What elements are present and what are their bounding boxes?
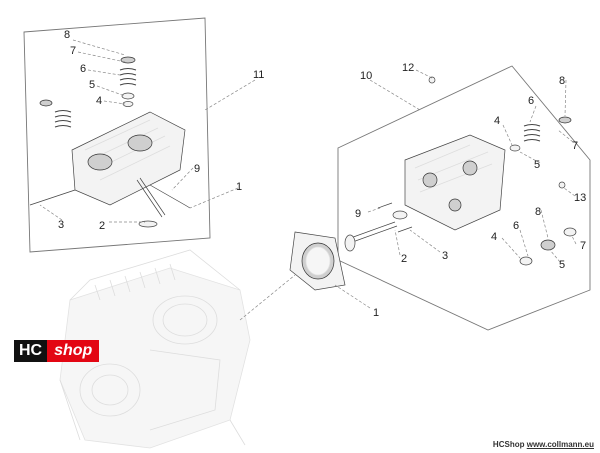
callout-9-left: 9 (194, 163, 200, 175)
callout-5-right-top: 5 (534, 159, 540, 171)
callout-13: 13 (574, 192, 586, 204)
callout-2-right: 2 (401, 253, 407, 265)
engine-block-ghost (59, 249, 251, 449)
valve-spring-upper (119, 67, 137, 86)
callout-12: 12 (402, 62, 414, 74)
credit-brand: HCShop (492, 440, 525, 449)
credit-url-link[interactable]: www.collmann.eu (526, 440, 594, 449)
leader-lines (39, 39, 577, 321)
callout-8-left: 8 (64, 29, 70, 41)
callout-5-right-bottom: 5 (559, 259, 565, 271)
callout-7-left: 7 (70, 45, 76, 57)
valve-spring-lower (54, 109, 72, 128)
callout-3-left: 3 (58, 219, 64, 231)
callout-4-right-top: 4 (494, 115, 500, 127)
callout-8-right-bottom: 8 (535, 206, 541, 218)
callout-6-left: 6 (80, 63, 86, 75)
callout-4-left: 4 (96, 95, 102, 107)
callout-7-right-bottom: 7 (580, 240, 586, 252)
cylinder-head-right (404, 134, 506, 231)
logo-shop-text: shop (47, 340, 100, 362)
callout-9-right: 9 (355, 208, 361, 220)
callout-1-right: 1 (373, 307, 379, 319)
callout-3-right: 3 (442, 250, 448, 262)
callouts: 8 7 6 5 4 9 1 2 3 11 10 12 8 6 4 7 5 13 … (58, 29, 586, 319)
callout-11: 11 (253, 69, 264, 81)
callout-4-right-bottom: 4 (491, 231, 497, 243)
credit-line: HCShop www.collmann.eu (493, 440, 594, 449)
callout-7-right-top: 7 (572, 140, 578, 152)
callout-5-left: 5 (89, 79, 95, 91)
callout-6-right-top: 6 (528, 95, 534, 107)
callout-6-right-bottom: 6 (513, 220, 519, 232)
valve-left (136, 177, 166, 218)
callout-1-left: 1 (236, 181, 242, 193)
callout-2-left: 2 (99, 220, 105, 232)
callout-8-right-top: 8 (559, 75, 565, 87)
left-assembly-panel (23, 17, 211, 253)
callout-10: 10 (360, 70, 372, 82)
head-gasket (289, 231, 346, 291)
valve-spring-right (523, 123, 541, 142)
logo-hc-text: HC (14, 340, 48, 362)
hcshop-logo: HC shop (14, 340, 100, 362)
right-assembly-panel (337, 65, 591, 331)
